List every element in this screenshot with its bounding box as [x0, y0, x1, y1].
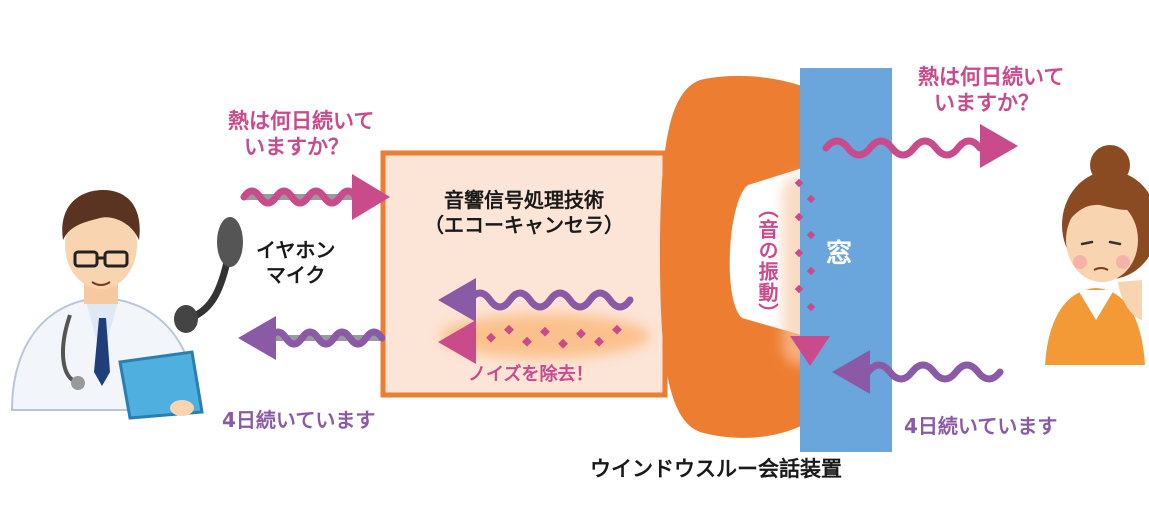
window-label: 窓	[826, 239, 853, 269]
processor-subtitle: （エコーキャンセラ）	[424, 213, 624, 237]
processor-title: 音響信号処理技術	[444, 188, 604, 212]
noise-dots	[438, 320, 622, 364]
wave-patient-answer	[832, 350, 1004, 394]
doctor-question-label: 熱は何日続いて いますか？	[228, 109, 375, 160]
noise-removed-label: ノイズを除去！	[468, 364, 594, 385]
patient-illustration	[1045, 145, 1149, 365]
wave-patient-question	[822, 124, 1018, 168]
handset-shape	[660, 75, 812, 438]
device-name-label: ウインドウスルー会話装置	[590, 457, 842, 481]
doctor-answer-label: 4日続いています	[222, 408, 376, 432]
window-pane	[800, 68, 892, 452]
wave-doctor-question	[240, 174, 390, 220]
wave-doctor-answer	[238, 316, 386, 360]
patient-question-label: 熱は何日続いて いますか？	[918, 65, 1065, 116]
doctor-illustration	[10, 190, 204, 420]
patient-answer-label: 4日続いています	[904, 414, 1058, 438]
vibration-label: （音の振動）	[755, 198, 779, 324]
wave-processor-purple	[438, 278, 634, 322]
processor-label: 音響信号処理技術 （エコーキャンセラ）	[403, 188, 645, 238]
headset-label: イヤホン マイク	[256, 238, 336, 287]
headset-icon	[174, 217, 243, 333]
